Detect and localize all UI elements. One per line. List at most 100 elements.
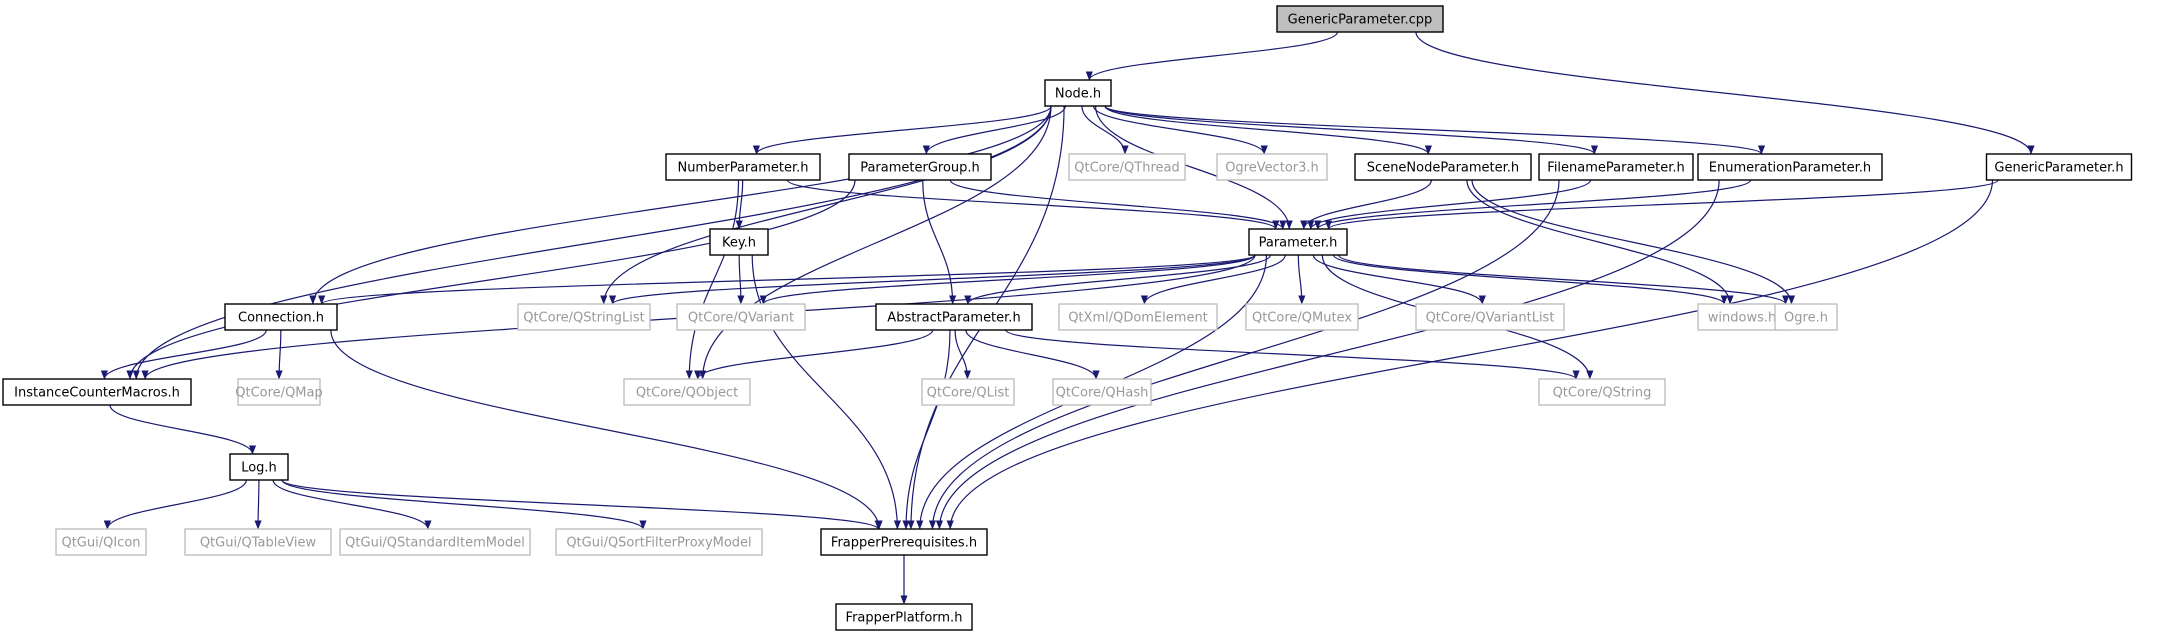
node-label: QtGui/QIcon (61, 536, 140, 551)
edge-node_h-to-param_group (922, 105, 1066, 155)
node-box (835, 603, 973, 631)
node-box (1985, 153, 2133, 181)
node-label: QtGui/QStandardItemModel (345, 536, 525, 551)
node-scenenode-param[interactable]: SceneNodeParameter.h (1354, 153, 1532, 181)
node-box (2, 378, 192, 406)
edge-key_h-to-qvariant (737, 254, 745, 305)
node-param-group[interactable]: ParameterGroup.h (848, 153, 992, 181)
node-label: SceneNodeParameter.h (1367, 161, 1519, 176)
node-filename-param[interactable]: FilenameParameter.h (1538, 153, 1694, 181)
edge-node_h-to-qstringlist (600, 105, 1052, 305)
node-label: QtXml/QDomElement (1068, 311, 1208, 326)
edge-log_h-to-qstditemmodel (272, 479, 432, 530)
edge-generic_cpp-to-generic_param (1415, 31, 2035, 155)
node-box (184, 528, 332, 556)
node-box (229, 453, 289, 481)
node-label: FrapperPrerequisites.h (831, 536, 977, 551)
node-box (709, 228, 769, 256)
node-label: QtGui/QSortFilterProxyModel (566, 536, 751, 551)
node-box (875, 303, 1033, 331)
node-box (1697, 303, 1787, 331)
nodes-layer: GenericParameter.cppNode.hNumberParamete… (2, 5, 2133, 631)
edge-number_param-to-key_h (735, 179, 744, 230)
node-box (1245, 303, 1359, 331)
node-generic-cpp[interactable]: GenericParameter.cpp (1276, 5, 1444, 33)
node-parameter-h[interactable]: Parameter.h (1248, 228, 1348, 256)
node-label: ParameterGroup.h (860, 161, 980, 176)
edge-abstract_param-to-qobject (694, 329, 934, 380)
edge-log_h-to-qsortfilter (281, 479, 647, 530)
node-label: QtCore/QHash (1056, 386, 1149, 401)
node-connection-h[interactable]: Connection.h (224, 303, 338, 331)
node-label: NumberParameter.h (677, 161, 808, 176)
node-qmap: QtCore/QMap (235, 378, 323, 406)
node-log-h[interactable]: Log.h (229, 453, 289, 481)
node-box (848, 153, 992, 181)
node-label: QtCore/QThread (1074, 161, 1180, 176)
node-number-param[interactable]: NumberParameter.h (665, 153, 821, 181)
node-label: Log.h (241, 461, 277, 476)
node-box (1276, 5, 1444, 33)
node-label: GenericParameter.cpp (1288, 13, 1433, 28)
node-box (665, 153, 821, 181)
edge-node_h-to-qthread (1081, 105, 1129, 155)
edge-instancecounter-to-log_h (109, 404, 257, 455)
node-box (1538, 378, 1666, 406)
node-label: AbstractParameter.h (887, 311, 1020, 326)
node-enum-param[interactable]: EnumerationParameter.h (1697, 153, 1883, 181)
node-qtableview: QtGui/QTableView (184, 528, 332, 556)
node-label: QtCore/QString (1553, 386, 1652, 401)
edge-abstract_param-to-qhash (965, 329, 1100, 380)
edge-log_h-to-qtableview (254, 479, 262, 530)
edge-key_h-to-frapper_prereq (751, 254, 901, 530)
node-frapper-platform[interactable]: FrapperPlatform.h (835, 603, 973, 631)
node-windows-h: windows.h (1697, 303, 1787, 331)
edge-scenenode_param-to-windows_h (1466, 179, 1734, 305)
edges-layer (100, 31, 2035, 605)
node-box (1697, 153, 1883, 181)
edge-generic_cpp-to-node_h (1085, 31, 1339, 81)
node-box (676, 303, 806, 331)
node-qicon: QtGui/QIcon (55, 528, 147, 556)
node-box (55, 528, 147, 556)
edge-node_h-to-connection_h (309, 105, 1052, 305)
edge-enum_param-to-frapper_prereq (935, 179, 1720, 530)
edge-node_h-to-filename_param (1104, 105, 1598, 155)
node-label: Key.h (722, 236, 756, 251)
node-abstract-param[interactable]: AbstractParameter.h (875, 303, 1033, 331)
node-label: FilenameParameter.h (1547, 161, 1684, 176)
edge-parameter_h-to-qmutex (1297, 254, 1306, 305)
node-node-h[interactable]: Node.h (1044, 79, 1112, 107)
node-qstring: QtCore/QString (1538, 378, 1666, 406)
node-box (1216, 153, 1328, 181)
edge-node_h-to-scenenode_param (1104, 105, 1432, 155)
edge-param_group-to-parameter_h (949, 179, 1287, 230)
node-box (921, 378, 1015, 406)
node-box (517, 303, 651, 331)
edge-parameter_h-to-connection_h (318, 254, 1256, 305)
edge-param_group-to-instancecounter (126, 179, 856, 380)
node-qlist: QtCore/QList (921, 378, 1015, 406)
node-label: Connection.h (238, 311, 324, 326)
node-label: QtGui/QTableView (200, 536, 317, 551)
edge-connection_h-to-qmap (275, 329, 283, 380)
node-qstditemmodel: QtGui/QStandardItemModel (339, 528, 531, 556)
node-box (1068, 153, 1186, 181)
node-box (1774, 303, 1838, 331)
edge-parameter_h-to-abstract_param (964, 254, 1272, 305)
node-box (555, 528, 763, 556)
node-instancecounter[interactable]: InstanceCounterMacros.h (2, 378, 192, 406)
node-ogrevector3: OgreVector3.h (1216, 153, 1328, 181)
node-key-h[interactable]: Key.h (709, 228, 769, 256)
node-box (1538, 153, 1694, 181)
node-qvariantlist: QtCore/QVariantList (1415, 303, 1565, 331)
node-frapper-prereq[interactable]: FrapperPrerequisites.h (820, 528, 988, 556)
edge-connection_h-to-instancecounter (100, 329, 267, 380)
node-label: QtCore/QMap (235, 386, 322, 401)
node-generic-param[interactable]: GenericParameter.h (1985, 153, 2133, 181)
edge-log_h-to-frapper_prereq (281, 479, 882, 530)
edge-node_h-to-instancecounter (132, 105, 1052, 380)
edge-abstract_param-to-qstring (1005, 329, 1580, 380)
node-label: QtCore/QStringList (523, 311, 645, 326)
edge-filename_param-to-parameter_h (1307, 179, 1592, 230)
